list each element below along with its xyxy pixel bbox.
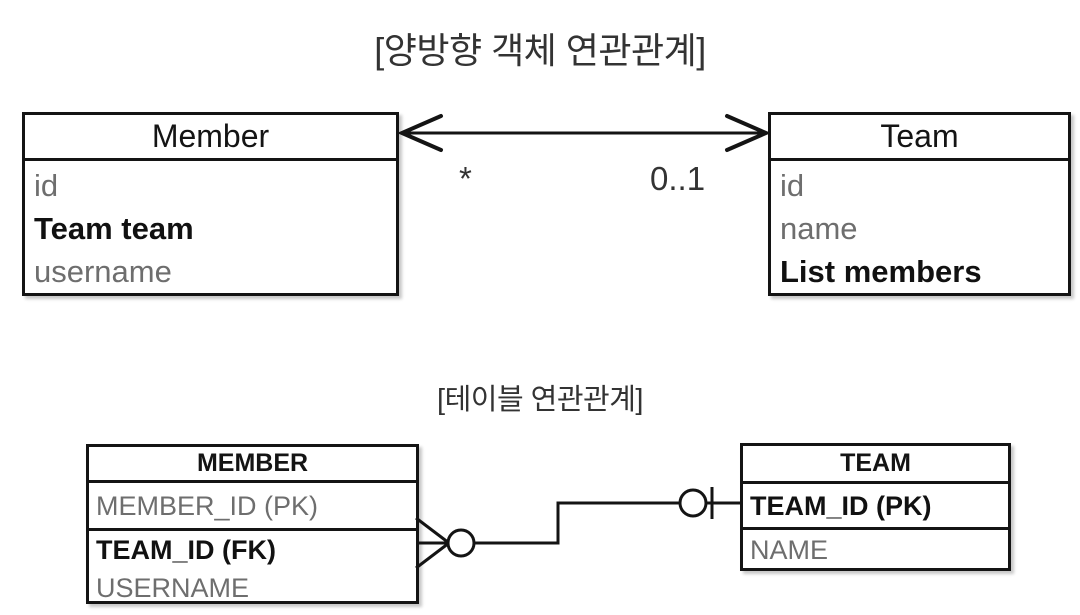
member-attributes: id Team team username bbox=[25, 161, 396, 293]
team-attributes: id name List members bbox=[771, 161, 1068, 293]
member-table-columns-section: TEAM_ID (FK) USERNAME bbox=[89, 531, 416, 607]
team-table-column-name: NAME bbox=[750, 535, 829, 565]
team-attribute-name: name bbox=[780, 211, 858, 246]
member-class-name: Member bbox=[25, 115, 396, 161]
multiplicity-team-side: 0..1 bbox=[650, 160, 706, 197]
team-table-column-team-id: TEAM_ID (PK) bbox=[750, 491, 932, 521]
optionality-circle-team-side bbox=[678, 488, 708, 518]
optionality-circle-member-side bbox=[446, 528, 476, 558]
member-table-column-team-id: TEAM_ID (FK) bbox=[96, 535, 276, 565]
member-attribute-id: id bbox=[34, 168, 59, 203]
relationship-path bbox=[474, 501, 680, 545]
multiplicity-member-side: * bbox=[459, 160, 472, 197]
association-arrowhead-right bbox=[725, 114, 772, 152]
object-association-title: [양방향 객체 연관관계] bbox=[374, 30, 706, 71]
member-table-name: MEMBER bbox=[89, 447, 416, 483]
member-attribute-team: Team team bbox=[34, 211, 194, 246]
team-class-box: Team id name List members bbox=[768, 112, 1071, 296]
team-attribute-id: id bbox=[780, 168, 805, 203]
member-table-column-username: USERNAME bbox=[96, 573, 250, 603]
crows-foot-many-symbol bbox=[415, 516, 450, 570]
table-association-title: [테이블 연관관계] bbox=[437, 384, 643, 416]
team-table-name: TEAM bbox=[743, 446, 1008, 484]
member-class-box: Member id Team team username bbox=[22, 112, 399, 296]
association-arrowhead-left bbox=[396, 114, 443, 152]
member-attribute-username: username bbox=[34, 254, 172, 289]
team-table-pk-section: TEAM_ID (PK) bbox=[743, 484, 1008, 530]
member-table-box: MEMBER MEMBER_ID (PK) TEAM_ID (FK) USERN… bbox=[86, 444, 419, 604]
member-table-column-member-id: MEMBER_ID (PK) bbox=[96, 491, 319, 521]
member-table-pk-section: MEMBER_ID (PK) bbox=[89, 483, 416, 531]
team-table-box: TEAM TEAM_ID (PK) NAME bbox=[740, 443, 1011, 571]
team-table-columns-section: NAME bbox=[743, 530, 1008, 570]
team-class-name: Team bbox=[771, 115, 1068, 161]
team-attribute-members: List members bbox=[780, 254, 982, 289]
